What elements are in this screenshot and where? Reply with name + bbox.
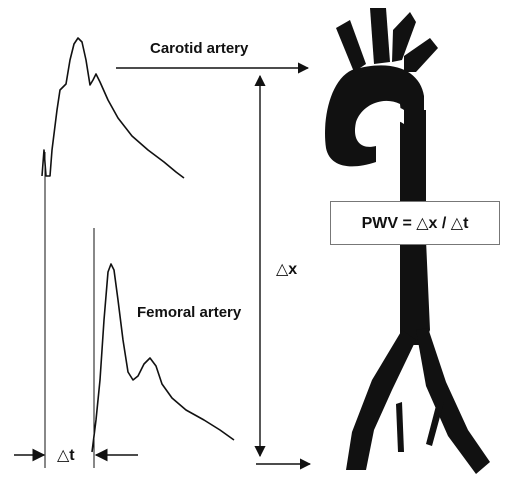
delta-x-label: △x — [276, 259, 297, 279]
femoral-waveform — [92, 264, 234, 452]
carotid-waveform — [42, 38, 184, 178]
pwv-formula: PWV = △x / △t — [362, 213, 469, 233]
femoral-artery-label: Femoral artery — [137, 304, 241, 321]
carotid-artery-label: Carotid artery — [150, 40, 248, 57]
delta-t-label: △t — [57, 445, 75, 465]
pwv-formula-box: PWV = △x / △t — [330, 201, 500, 245]
aorta-arch-lumen — [376, 107, 404, 128]
